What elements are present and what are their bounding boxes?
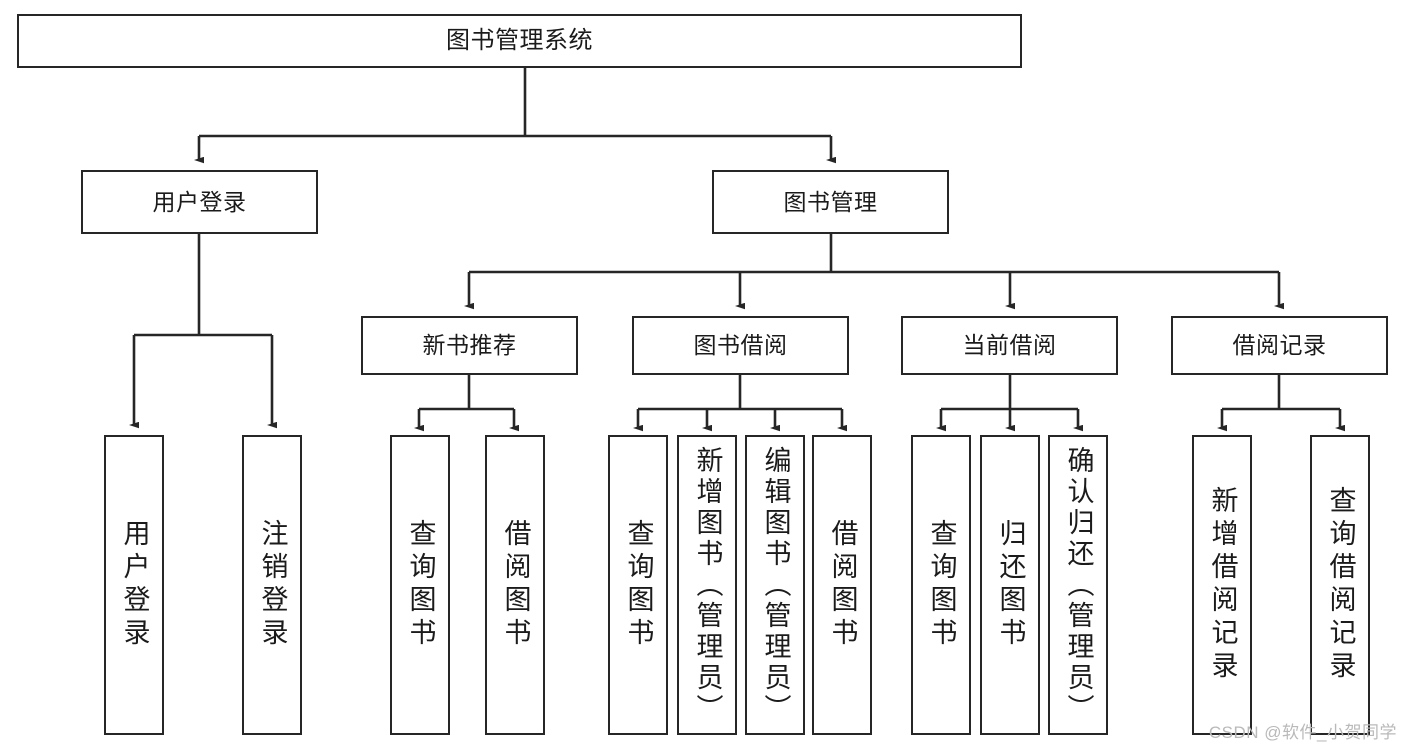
node-label: 用户登录 [152,188,247,215]
node-label: 借阅图书 [500,519,531,651]
leaf-borrow-book-recommend[interactable]: 借阅图书 [485,435,545,735]
node-label: 借阅图书 [827,519,858,651]
node-label: 归还图书 [995,519,1026,651]
node-book-management[interactable]: 图书管理 [712,170,949,234]
leaf-add-book-admin[interactable]: 新增图书（管理员） [677,435,737,735]
node-label: 查询图书 [926,519,957,651]
leaf-user-login[interactable]: 用户登录 [104,435,164,735]
node-label: 新书推荐 [422,332,517,359]
leaf-query-book-current[interactable]: 查询图书 [911,435,971,735]
node-label: 借阅记录 [1232,332,1327,359]
leaf-edit-book-admin[interactable]: 编辑图书（管理员） [745,435,805,735]
node-borrow-record[interactable]: 借阅记录 [1171,316,1388,375]
leaf-return-book[interactable]: 归还图书 [980,435,1040,735]
node-root-book-management-system[interactable]: 图书管理系统 [17,14,1022,68]
node-label: 查询图书 [405,519,436,651]
leaf-logout[interactable]: 注销登录 [242,435,302,735]
node-label: 图书借阅 [693,332,788,359]
node-book-borrow[interactable]: 图书借阅 [632,316,849,375]
node-label: 编辑图书（管理员） [760,445,791,725]
node-label: 注销登录 [257,519,288,651]
leaf-query-borrow-record[interactable]: 查询借阅记录 [1310,435,1370,735]
node-label: 查询借阅记录 [1325,486,1356,684]
node-new-book-recommend[interactable]: 新书推荐 [361,316,578,375]
leaf-query-book-recommend[interactable]: 查询图书 [390,435,450,735]
node-label: 确认归还（管理员） [1063,445,1094,725]
node-label: 图书管理 [783,188,878,215]
leaf-confirm-return-admin[interactable]: 确认归还（管理员） [1048,435,1108,735]
node-label: 用户登录 [119,519,150,651]
leaf-borrow-book[interactable]: 借阅图书 [812,435,872,735]
node-label: 图书管理系统 [446,27,593,55]
leaf-add-borrow-record[interactable]: 新增借阅记录 [1192,435,1252,735]
leaf-query-book-borrow[interactable]: 查询图书 [608,435,668,735]
node-label: 新增图书（管理员） [692,445,723,725]
node-user-login[interactable]: 用户登录 [81,170,318,234]
node-label: 查询图书 [623,519,654,651]
node-label: 新增借阅记录 [1207,486,1238,684]
node-current-borrow[interactable]: 当前借阅 [901,316,1118,375]
node-label: 当前借阅 [962,332,1057,359]
